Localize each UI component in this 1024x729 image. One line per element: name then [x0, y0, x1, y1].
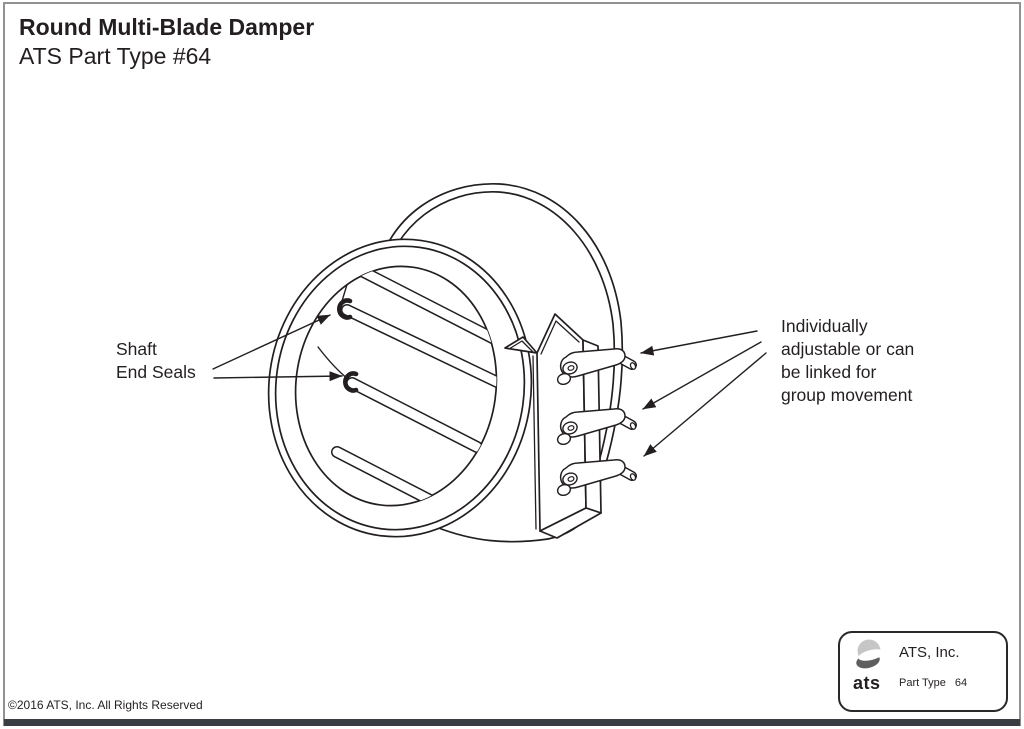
badge-company-name: ATS, Inc.: [899, 644, 960, 661]
copyright-notice: ©2016 ATS, Inc. All Rights Reserved: [8, 698, 203, 712]
crank-arm-top: [556, 348, 637, 386]
label-line: adjustable or can: [781, 339, 915, 359]
badge-part-type: Part Type 64: [899, 677, 967, 689]
page-subtitle: ATS Part Type #64: [19, 43, 212, 69]
label-adjustable: Individually adjustable or can be linked…: [781, 315, 914, 407]
crank-arm-middle: [556, 408, 637, 446]
label-line: be linked for: [781, 362, 877, 382]
title-block: Round Multi-Blade Damper ATS Part Type #…: [19, 12, 314, 71]
label-shaft-end-seals: Shaft End Seals: [116, 338, 196, 384]
crank-arm-bottom: [556, 459, 637, 497]
label-line: Individually: [781, 316, 868, 336]
ats-logo-icon: [856, 639, 884, 669]
damper-blades: [317, 261, 512, 506]
front-flange: [267, 238, 533, 538]
label-line: group movement: [781, 385, 913, 405]
bottom-rule: [4, 719, 1020, 726]
label-line: End Seals: [116, 362, 196, 382]
label-line: Shaft: [116, 339, 157, 359]
company-badge: ats ATS, Inc. Part Type 64: [838, 631, 1008, 712]
shaft-end-seal: [337, 298, 353, 320]
leader-arrows: [212, 314, 767, 457]
part-type-label: Part Type: [899, 677, 946, 689]
part-type-value: 64: [954, 677, 968, 689]
page-title: Round Multi-Blade Damper: [19, 14, 315, 40]
shaft-end-seal: [343, 371, 359, 393]
ats-logo-text: ats: [853, 673, 881, 693]
